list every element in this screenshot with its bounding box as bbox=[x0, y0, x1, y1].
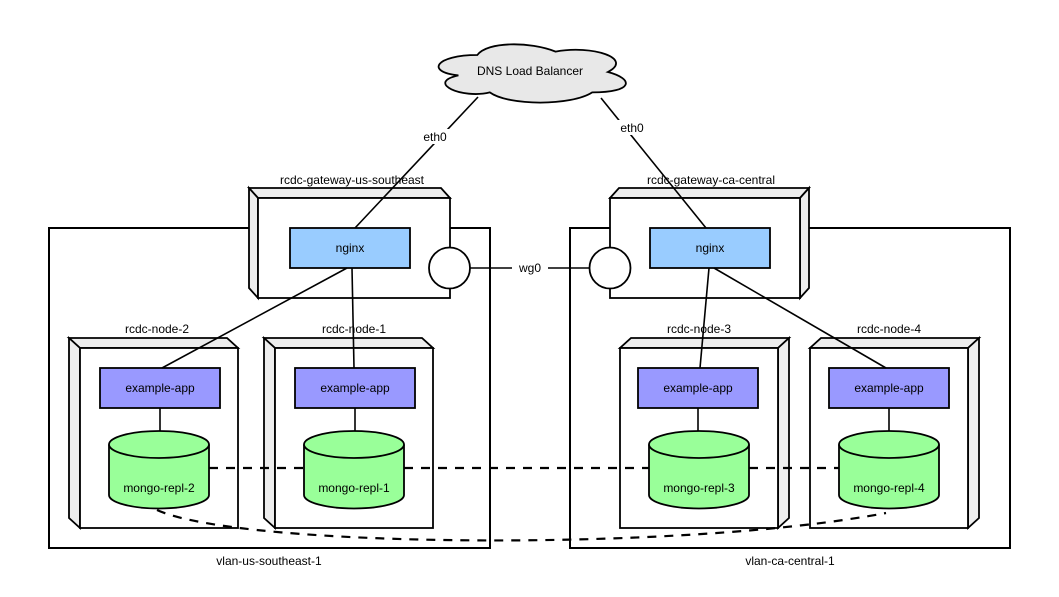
node-box-top-face bbox=[66, 337, 241, 349]
db-cylinder-body bbox=[108, 444, 210, 510]
db-replication-ring-link bbox=[156, 508, 887, 542]
vlan-label: vlan-ca-central-1 bbox=[745, 554, 835, 568]
db-label: mongo-repl-1 bbox=[318, 481, 390, 495]
db-cylinder-body bbox=[838, 444, 940, 510]
db-mongo-repl-2: mongo-repl-2 bbox=[108, 430, 210, 510]
gateway-box-side-face bbox=[248, 185, 259, 301]
db-mongo-repl-4: mongo-repl-4 bbox=[838, 430, 940, 510]
node-box-side-face bbox=[777, 335, 790, 531]
gateway-label: rcdc-gateway-us-southeast bbox=[280, 173, 425, 187]
node-box-top-face bbox=[807, 337, 982, 349]
node-label: rcdc-node-4 bbox=[857, 322, 921, 336]
db-cylinder-top bbox=[303, 430, 405, 459]
app-box bbox=[99, 367, 221, 409]
network-links bbox=[159, 96, 890, 431]
node-label: rcdc-node-3 bbox=[667, 322, 731, 336]
gateway-ca-central: rcdc-gateway-ca-central nginx bbox=[607, 173, 812, 301]
nginx-to-node1-link bbox=[351, 267, 355, 369]
db-label: mongo-repl-4 bbox=[853, 481, 925, 495]
node-box-side-face bbox=[68, 335, 81, 531]
db-cylinder-body bbox=[648, 444, 750, 510]
node-box-side-face bbox=[967, 335, 980, 531]
db-mongo-repl-3: mongo-repl-3 bbox=[648, 430, 750, 510]
db-cylinder-top bbox=[108, 430, 210, 459]
node-rcdc-node-3: rcdc-node-3 example-app bbox=[617, 322, 792, 531]
db-cylinder-top bbox=[648, 430, 750, 459]
node-box-top-face bbox=[261, 337, 436, 349]
eth0-label-bg-left bbox=[417, 129, 453, 144]
nginx-to-node2-link bbox=[161, 267, 348, 369]
cloud-label: DNS Load Balancer bbox=[477, 64, 583, 78]
wireguard-port-left bbox=[428, 246, 471, 290]
eth0-label-left: eth0 bbox=[423, 130, 447, 144]
nginx-to-node4-link bbox=[713, 267, 887, 369]
wireguard-port-right bbox=[588, 246, 632, 290]
nginx-label: nginx bbox=[336, 241, 365, 255]
wg0-label-bg bbox=[512, 259, 548, 275]
gateway-box-top-face bbox=[246, 187, 453, 199]
nginx-to-node3-link bbox=[699, 267, 710, 369]
app-box bbox=[637, 367, 759, 409]
node-label: rcdc-node-1 bbox=[322, 322, 386, 336]
eth0-link-left bbox=[354, 96, 479, 229]
node-box-top-face bbox=[617, 337, 792, 349]
node-label: rcdc-node-2 bbox=[125, 322, 189, 336]
vlan-label: vlan-us-southeast-1 bbox=[216, 554, 322, 568]
interface-labels: eth0 eth0 wg0 bbox=[417, 120, 650, 275]
node-box-side-face bbox=[263, 335, 276, 531]
db-mongo-repl-1: mongo-repl-1 bbox=[303, 430, 405, 510]
gateway-box-side-face bbox=[799, 185, 810, 301]
eth0-label-right: eth0 bbox=[620, 121, 644, 135]
app-label: example-app bbox=[854, 381, 924, 395]
nginx-box bbox=[649, 227, 771, 269]
db-label: mongo-repl-3 bbox=[663, 481, 735, 495]
nginx-label: nginx bbox=[696, 241, 725, 255]
app-label: example-app bbox=[663, 381, 733, 395]
app-label: example-app bbox=[320, 381, 390, 395]
gateway-box-top-face bbox=[607, 187, 812, 199]
db-cylinder-body bbox=[303, 444, 405, 510]
app-box bbox=[294, 367, 416, 409]
gateway-us-southeast: rcdc-gateway-us-southeast nginx bbox=[246, 173, 453, 301]
app-label: example-app bbox=[125, 381, 195, 395]
db-label: mongo-repl-2 bbox=[123, 481, 195, 495]
cloud-shape bbox=[437, 43, 627, 104]
dns-load-balancer-cloud: DNS Load Balancer bbox=[437, 43, 627, 104]
nginx-box bbox=[289, 227, 411, 269]
wg0-label: wg0 bbox=[518, 261, 541, 275]
gateway-label: rcdc-gateway-ca-central bbox=[647, 173, 775, 187]
eth0-label-bg-right bbox=[614, 120, 650, 135]
eth0-link-right bbox=[600, 97, 707, 229]
db-cylinder-top bbox=[838, 430, 940, 459]
